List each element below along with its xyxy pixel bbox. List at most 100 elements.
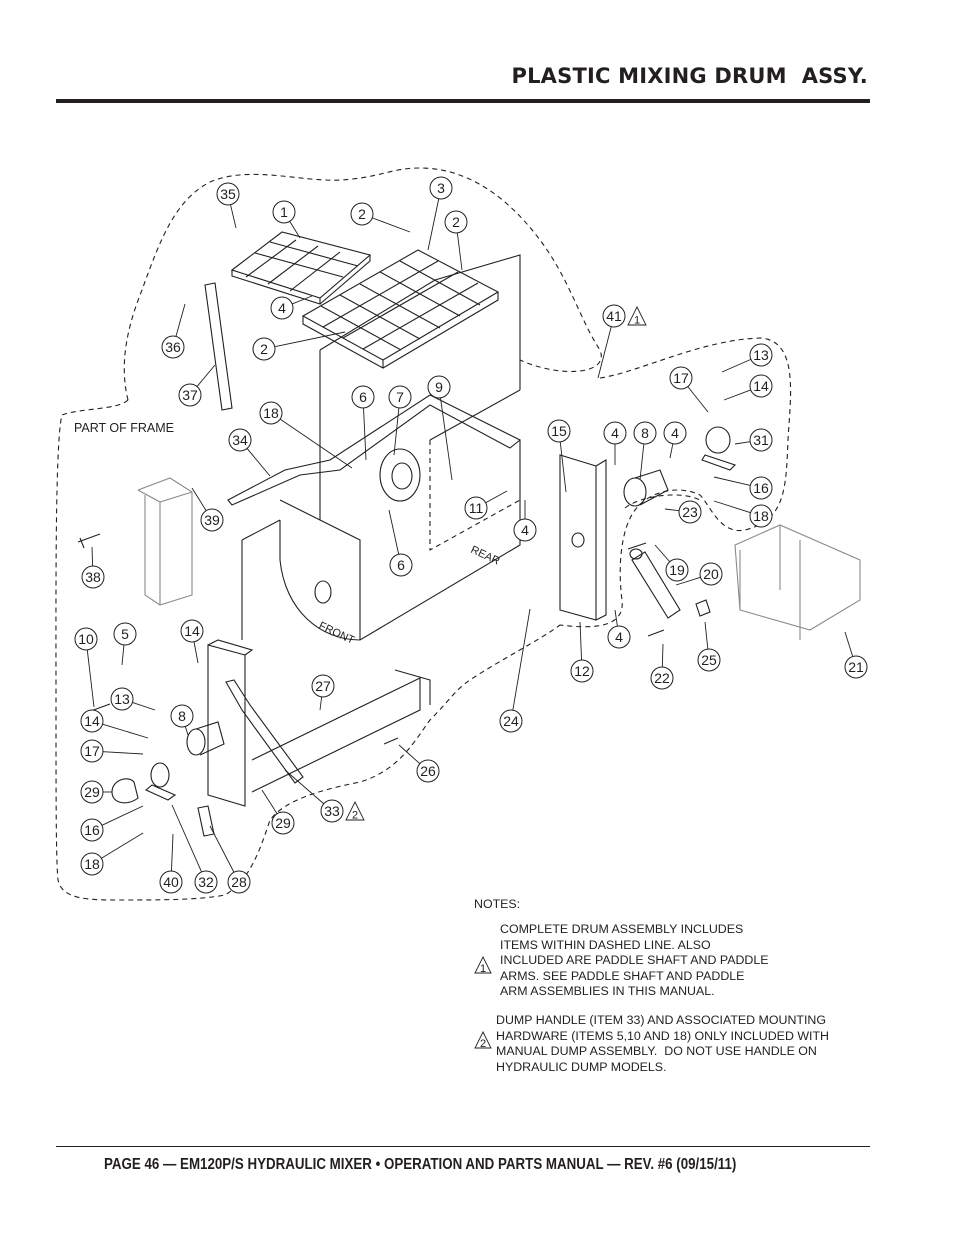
leader-line [102, 751, 144, 755]
callout-2: 2 [252, 337, 276, 361]
svg-text:2: 2 [480, 1038, 486, 1049]
leader-line [191, 487, 207, 511]
callout-number: 27 [315, 678, 331, 694]
callout-circle [749, 504, 773, 528]
callout-number: 8 [641, 425, 649, 441]
callout-number: 40 [163, 874, 179, 890]
callout-number: 25 [701, 652, 717, 668]
frame-part-right [734, 524, 861, 640]
callout-1: 1 [272, 200, 296, 224]
end-cap [111, 778, 139, 804]
callout-number: 33 [324, 803, 340, 819]
drum-rear-panel [429, 440, 521, 551]
callout-17: 17 [669, 366, 693, 390]
callout-4: 4 [270, 296, 294, 320]
callout-number: 7 [396, 389, 404, 405]
callout-circle [665, 558, 689, 582]
leader-line [274, 331, 346, 348]
leader-line [398, 744, 421, 764]
callout-circle [80, 739, 104, 763]
callout-number: 13 [753, 347, 769, 363]
callout-16: 16 [749, 476, 773, 500]
leader-line [289, 221, 301, 239]
leader-line [456, 232, 463, 271]
callout-number: 15 [551, 423, 567, 439]
note-flag-triangle-icon [345, 800, 365, 821]
callout-circle [464, 496, 488, 520]
callout-circle [351, 385, 375, 409]
hydraulic-cylinder [629, 548, 681, 619]
leader-line [661, 643, 664, 668]
bolt-22 [647, 629, 665, 637]
leader-line [319, 696, 323, 711]
leader-line [196, 364, 216, 387]
leader-line [246, 448, 271, 477]
grate-large [301, 249, 500, 369]
leader-line [171, 804, 202, 873]
pillow-block-right [701, 454, 737, 471]
callout-circle [603, 421, 627, 445]
callout-number: 14 [184, 623, 200, 639]
callout-circle [110, 687, 134, 711]
diagram-text-labels: PART OF FRAME FRONT REAR [74, 421, 502, 647]
callout-number: 24 [503, 713, 519, 729]
leader-line [654, 544, 671, 563]
leader-line [91, 546, 94, 567]
assembly-boundary-dashed-3 [55, 399, 561, 901]
callout-10: 10 [74, 627, 98, 651]
note-1: 1 COMPLETE DRUM ASSEMBLY INCLUDES ITEMS … [474, 922, 829, 999]
callout-circle [271, 811, 295, 835]
callout-5: 5 [113, 622, 137, 646]
callout-circle [270, 296, 294, 320]
callout-circle [200, 508, 224, 532]
drum-handle-bar [227, 394, 522, 506]
callout-number: 9 [435, 379, 443, 395]
callout-number: 41 [606, 308, 622, 324]
leader-line [284, 769, 325, 805]
note-flag-number: 1 [634, 315, 640, 327]
callout-9: 9 [427, 375, 451, 399]
callout-11: 11 [464, 496, 488, 520]
callout-14: 14 [80, 709, 104, 733]
callout-number: 17 [84, 743, 100, 759]
callout-circle [749, 374, 773, 398]
callout-circle [749, 428, 773, 452]
callout-circle [178, 383, 202, 407]
warning-triangle-icon: 1 [474, 956, 492, 974]
callout-number: 3 [437, 180, 445, 196]
callout-8: 8 [633, 421, 657, 445]
callout-number: 4 [521, 522, 529, 538]
callout-number: 19 [669, 562, 685, 578]
callout-number: 37 [182, 387, 198, 403]
page-footer: PAGE 46 — EM120P/S HYDRAULIC MIXER • OPE… [104, 1156, 737, 1173]
dump-handle [225, 679, 304, 784]
callout-circle [669, 366, 693, 390]
callout-number: 11 [469, 500, 484, 516]
callout-circle [216, 182, 240, 206]
bolt-38 [77, 533, 101, 549]
callout-number: 2 [260, 341, 268, 357]
callout-circle [81, 565, 105, 589]
leader-line [193, 641, 199, 664]
callout-number: 18 [263, 405, 279, 421]
callout-22: 22 [650, 666, 674, 690]
callout-circle [427, 375, 451, 399]
callout-circle [602, 304, 626, 328]
callout-36: 36 [161, 335, 185, 359]
leader-line [279, 418, 353, 469]
leader-line [102, 723, 149, 739]
callout-number: 16 [84, 822, 100, 838]
leader-line [639, 443, 645, 481]
callout-circle [513, 518, 537, 542]
callout-circle [194, 870, 218, 894]
callout-circle [444, 210, 468, 234]
callout-number: 31 [753, 432, 769, 448]
callout-35: 35 [216, 182, 240, 206]
callout-circle [633, 421, 657, 445]
bearing-left [186, 728, 206, 756]
callout-number: 2 [358, 206, 366, 222]
pin [695, 599, 711, 617]
note-2: 2 DUMP HANDLE (ITEM 33) AND ASSOCIATED M… [474, 1013, 829, 1075]
callout-number: 17 [673, 370, 689, 386]
callout-39: 39 [200, 508, 224, 532]
